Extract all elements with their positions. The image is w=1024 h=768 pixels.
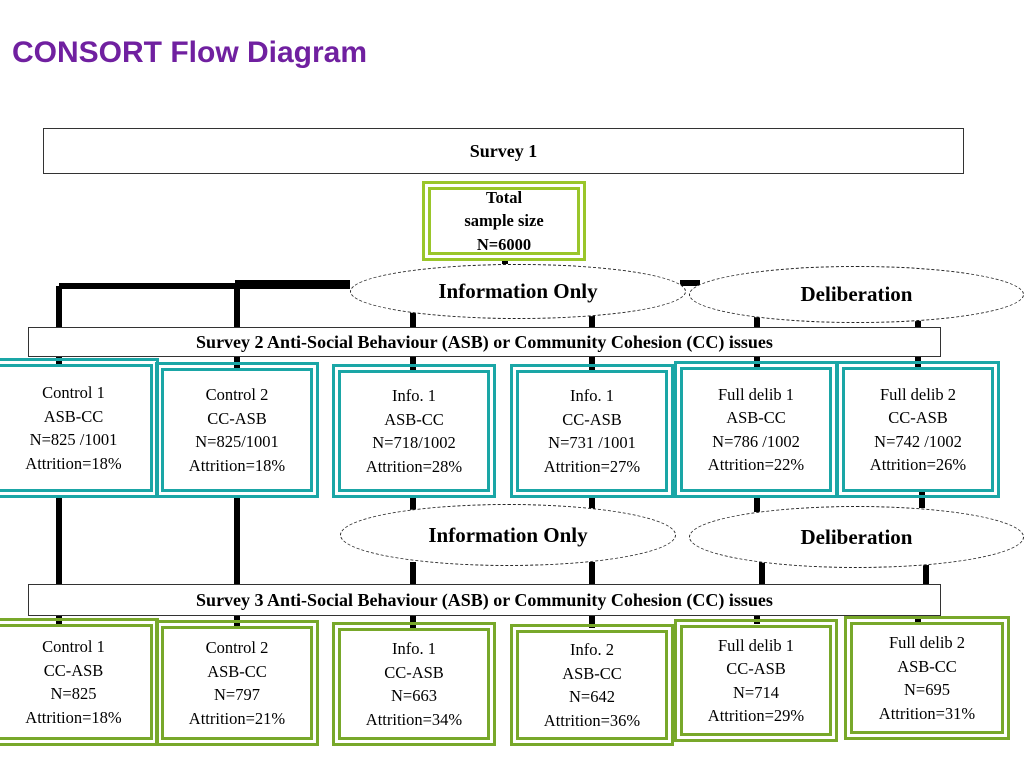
- group-name: Control 2: [205, 638, 269, 657]
- s3-group-info1: Info. 1 CC-ASB N=663 Attrition=34%: [332, 622, 496, 746]
- group-n: N=825/1001: [195, 432, 279, 451]
- group-condition: CC-ASB: [888, 408, 948, 427]
- oval-deliberation-mid: Deliberation: [689, 506, 1024, 568]
- group-attrition: Attrition=29%: [707, 706, 805, 725]
- s2-group-control1: Control 1 ASB-CC N=825 /1001 Attrition=1…: [0, 358, 159, 498]
- group-attrition: Attrition=18%: [25, 453, 122, 473]
- group-attrition: Attrition=31%: [878, 703, 976, 723]
- group-name: Full delib 1: [717, 635, 795, 655]
- group-name: Info. 1: [392, 639, 436, 658]
- s2-group-info1-asbcc: Info. 1 ASB-CC N=718/1002 Attrition=28%: [332, 364, 496, 498]
- group-attrition: Attrition=34%: [365, 709, 463, 729]
- group-attrition: Attrition=18%: [188, 455, 286, 475]
- group-condition: ASB-CC: [897, 656, 957, 676]
- s3-group-control2: Control 2 ASB-CC N=797 Attrition=21%: [155, 620, 319, 746]
- oval-info-only-mid-label: Information Only: [428, 522, 588, 547]
- group-n: N=786 /1002: [712, 431, 800, 451]
- group-condition: ASB-CC: [384, 409, 444, 429]
- group-condition: CC-ASB: [726, 659, 786, 678]
- group-n: N=797: [214, 685, 260, 704]
- s3-group-fulldelib2: Full delib 2 ASB-CC N=695 Attrition=31%: [844, 616, 1010, 740]
- group-name: Full delib 2: [888, 633, 966, 652]
- total-line1: Total: [485, 187, 523, 207]
- group-n: N=663: [391, 686, 437, 705]
- oval-deliberation-top-label: Deliberation: [800, 282, 913, 306]
- group-n: N=642: [569, 687, 615, 706]
- survey2-label: Survey 2 Anti-Social Behaviour (ASB) or …: [196, 331, 773, 352]
- total-line2: sample size: [464, 211, 544, 231]
- group-attrition: Attrition=28%: [365, 456, 463, 476]
- s2-group-control2: Control 2 CC-ASB N=825/1001 Attrition=18…: [155, 362, 319, 498]
- group-n: N=825: [50, 684, 97, 703]
- oval-deliberation-top: Deliberation: [689, 266, 1024, 323]
- oval-deliberation-mid-label: Deliberation: [800, 524, 913, 549]
- group-name: Info. 2: [570, 640, 614, 659]
- survey3-box: Survey 3 Anti-Social Behaviour (ASB) or …: [28, 584, 941, 616]
- group-condition: ASB-CC: [207, 661, 267, 681]
- s2-group-fulldelib1: Full delib 1 ASB-CC N=786 /1002 Attritio…: [674, 361, 838, 498]
- group-name: Control 2: [205, 385, 269, 404]
- oval-info-only-top: Information Only: [350, 264, 686, 319]
- group-attrition: Attrition=18%: [25, 707, 122, 727]
- total-line3: N=6000: [476, 234, 532, 254]
- group-name: Info. 1: [392, 386, 436, 405]
- group-n: N=718/1002: [372, 433, 456, 452]
- group-n: N=695: [904, 680, 950, 699]
- group-condition: CC-ASB: [562, 409, 622, 429]
- group-attrition: Attrition=21%: [188, 708, 286, 728]
- oval-info-only-mid: Information Only: [340, 504, 676, 566]
- group-attrition: Attrition=22%: [707, 455, 805, 474]
- s3-group-info2: Info. 2 ASB-CC N=642 Attrition=36%: [510, 624, 674, 746]
- group-name: Full delib 2: [879, 384, 957, 404]
- group-n: N=742 /1002: [874, 431, 962, 451]
- group-name: Control 1: [42, 383, 105, 402]
- group-condition: ASB-CC: [726, 408, 786, 427]
- oval-info-only-top-label: Information Only: [438, 279, 598, 303]
- s3-group-control1: Control 1 CC-ASB N=825 Attrition=18%: [0, 618, 159, 746]
- page-title: CONSORT Flow Diagram: [12, 36, 368, 69]
- s3-group-fulldelib1: Full delib 1 CC-ASB N=714 Attrition=29%: [674, 619, 838, 742]
- survey1-label: Survey 1: [469, 140, 538, 161]
- s2-group-info1-ccasb: Info. 1 CC-ASB N=731 /1001 Attrition=27%: [510, 364, 674, 498]
- group-n: N=825 /1001: [29, 430, 118, 449]
- group-name: Info. 1: [570, 386, 614, 405]
- survey1-box: Survey 1: [43, 128, 964, 174]
- group-attrition: Attrition=36%: [543, 710, 641, 730]
- group-condition: CC-ASB: [384, 662, 444, 682]
- group-n: N=731 /1001: [548, 433, 636, 452]
- group-name: Full delib 1: [717, 384, 795, 404]
- group-condition: CC-ASB: [207, 408, 267, 428]
- group-attrition: Attrition=26%: [869, 455, 967, 474]
- group-name: Control 1: [42, 637, 105, 656]
- total-sample-box: Total sample size N=6000: [422, 181, 586, 261]
- group-attrition: Attrition=27%: [543, 456, 641, 476]
- group-condition: CC-ASB: [43, 660, 104, 680]
- survey3-label: Survey 3 Anti-Social Behaviour (ASB) or …: [196, 589, 773, 610]
- survey2-box: Survey 2 Anti-Social Behaviour (ASB) or …: [28, 327, 941, 357]
- group-condition: ASB-CC: [562, 663, 622, 683]
- group-condition: ASB-CC: [43, 406, 104, 426]
- s2-group-fulldelib2: Full delib 2 CC-ASB N=742 /1002 Attritio…: [836, 361, 1000, 498]
- group-n: N=714: [733, 682, 779, 702]
